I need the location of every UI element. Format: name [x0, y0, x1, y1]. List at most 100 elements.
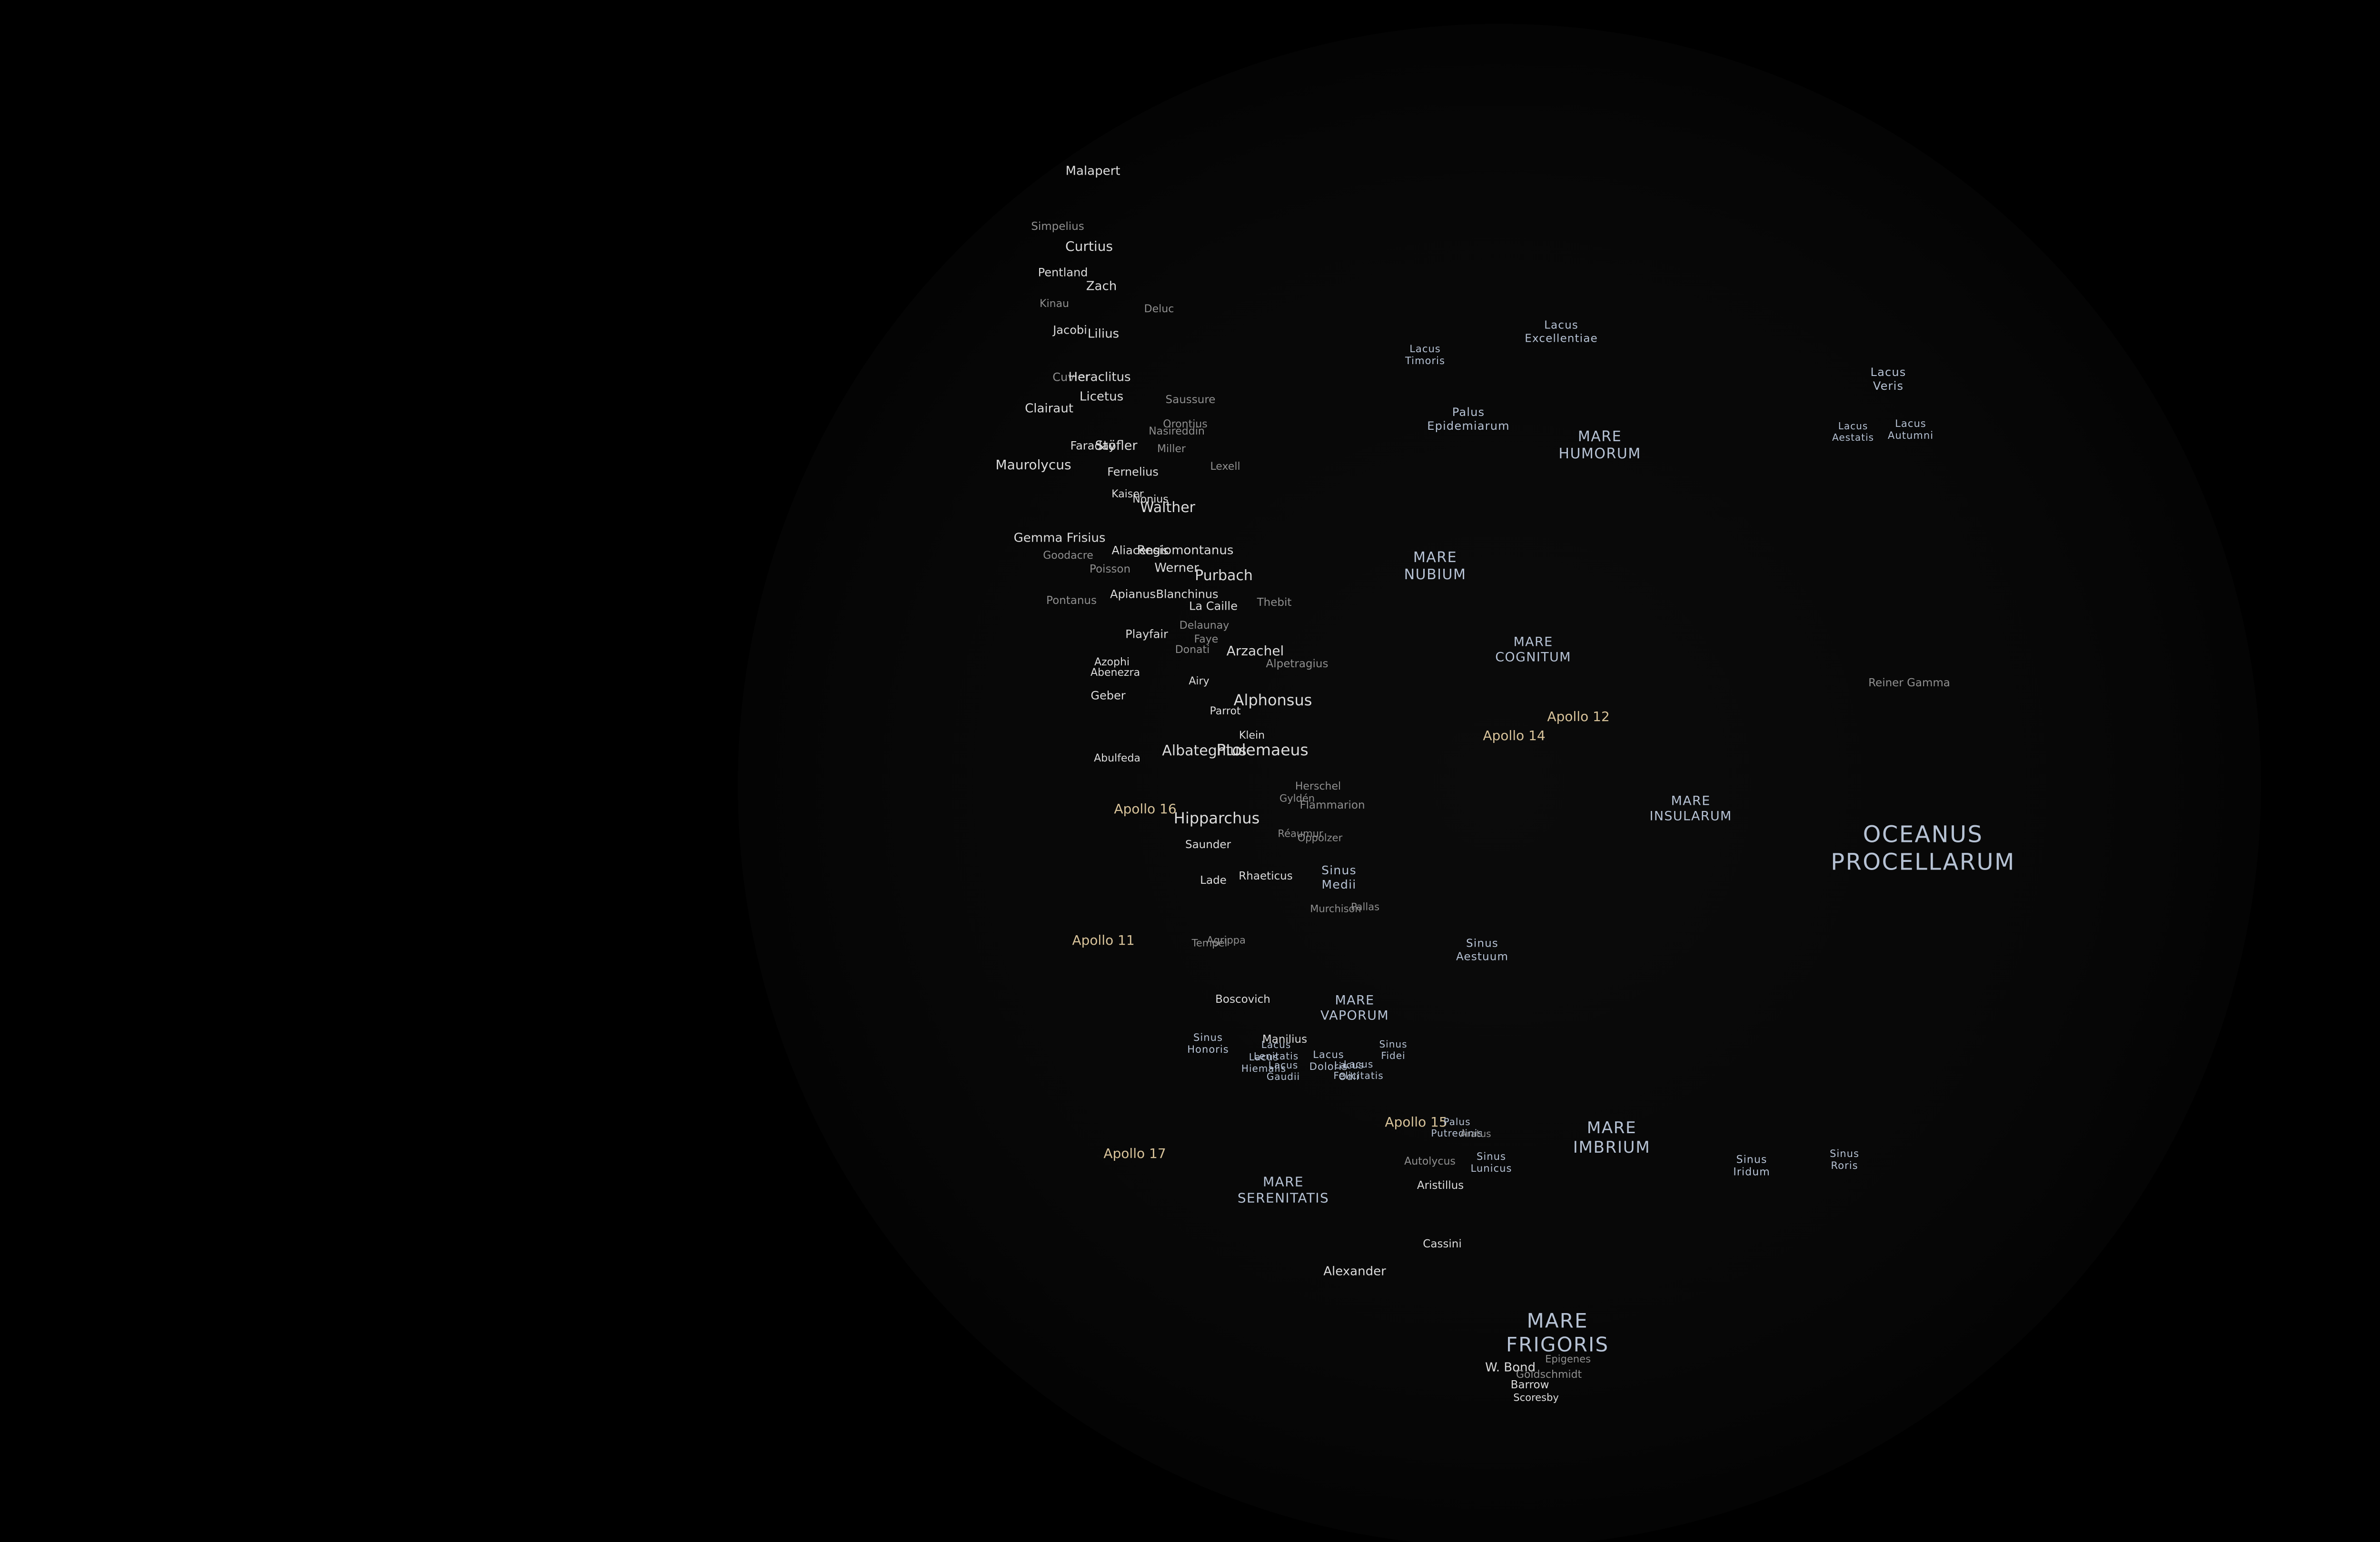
map-label-st-fler[interactable]: Stöfler	[1095, 438, 1138, 453]
map-label-reiner-gamma[interactable]: Reiner Gamma	[1868, 677, 1950, 690]
map-label-lade[interactable]: Lade	[1200, 874, 1227, 887]
map-label-alpetragius[interactable]: Alpetragius	[1266, 658, 1329, 671]
map-label-sinus-medii[interactable]: Sinus Medii	[1321, 863, 1357, 891]
map-label-airy[interactable]: Airy	[1189, 675, 1210, 687]
map-label-albategnius[interactable]: Albategnius	[1162, 742, 1247, 759]
map-label-faraday[interactable]: Faraday	[1070, 439, 1116, 453]
map-label-apollo-15[interactable]: Apollo 15	[1385, 1114, 1448, 1130]
map-label-pallas[interactable]: Pallas	[1350, 901, 1380, 913]
map-label-lacus-aestatis[interactable]: Lacus Aestatis	[1832, 420, 1874, 443]
map-label-walther[interactable]: Walther	[1140, 499, 1196, 516]
map-label-lexell[interactable]: Lexell	[1210, 460, 1240, 473]
map-label-kinau[interactable]: Kinau	[1040, 297, 1069, 310]
map-label-palus-epidemiarum[interactable]: Palus Epidemiarum	[1427, 405, 1510, 433]
map-label-mare-frigoris[interactable]: MARE FRIGORIS	[1506, 1309, 1609, 1356]
map-label-apollo-16[interactable]: Apollo 16	[1114, 801, 1177, 817]
map-label-palus-putredinis[interactable]: Palus Putredinis	[1431, 1116, 1483, 1139]
map-label-agrippa[interactable]: Agrippa	[1207, 934, 1246, 946]
map-label-lacus-hiemalis[interactable]: Lacus Hiemalis	[1241, 1051, 1287, 1074]
map-label-lacus-timoris[interactable]: Lacus Timoris	[1405, 343, 1446, 366]
map-label-nonius[interactable]: Nonius	[1132, 493, 1169, 505]
map-label-epigenes[interactable]: Epigenes	[1545, 1353, 1591, 1365]
map-label-murchison[interactable]: Murchison	[1310, 903, 1361, 915]
map-label-lacus-autumni[interactable]: Lacus Autumni	[1887, 417, 1934, 441]
map-label-gemma-frisius[interactable]: Gemma Frisius	[1013, 531, 1106, 545]
map-label-barrow[interactable]: Barrow	[1510, 1379, 1549, 1392]
map-label-oppolzer[interactable]: Oppolzer	[1297, 832, 1343, 844]
map-label-la-caille[interactable]: La Caille	[1189, 599, 1238, 613]
map-label-sinus-fidei[interactable]: Sinus Fidei	[1379, 1038, 1408, 1061]
map-label-lacus-odii[interactable]: Lacus Odii	[1334, 1059, 1364, 1082]
map-label-arzachel[interactable]: Arzachel	[1226, 643, 1284, 659]
map-label-malapert[interactable]: Malapert	[1065, 164, 1121, 178]
map-label-mare-humorum[interactable]: MARE HUMORUM	[1558, 428, 1641, 462]
map-label-werner[interactable]: Werner	[1154, 561, 1199, 575]
map-label-simpelius[interactable]: Simpelius	[1031, 220, 1084, 233]
map-label-r-aumur[interactable]: Réaumur	[1278, 828, 1323, 840]
map-label-parrot[interactable]: Parrot	[1210, 705, 1241, 717]
map-label-boscovich[interactable]: Boscovich	[1215, 993, 1270, 1006]
map-label-flammarion[interactable]: Flammarion	[1299, 799, 1365, 812]
map-label-deluc[interactable]: Deluc	[1144, 303, 1174, 315]
map-label-apollo-14[interactable]: Apollo 14	[1483, 728, 1546, 744]
map-label-scoresby[interactable]: Scoresby	[1513, 1392, 1559, 1404]
map-label-apianus[interactable]: Apianus	[1110, 587, 1156, 601]
map-label-mare-vaporum[interactable]: MARE VAPORUM	[1320, 993, 1389, 1023]
map-label-saussure[interactable]: Saussure	[1165, 394, 1216, 406]
map-label-cuvier[interactable]: Cuvier	[1052, 370, 1090, 384]
map-label-apollo-12[interactable]: Apollo 12	[1547, 709, 1610, 725]
map-label-lacus-veris[interactable]: Lacus Veris	[1870, 366, 1906, 393]
map-label-licetus[interactable]: Licetus	[1079, 389, 1124, 404]
map-label-sinus-aestuum[interactable]: Sinus Aestuum	[1456, 937, 1509, 963]
map-label-lilius[interactable]: Lilius	[1087, 326, 1120, 341]
map-label-lacus-gaudii[interactable]: Lacus Gaudii	[1266, 1059, 1300, 1082]
map-label-pentland[interactable]: Pentland	[1038, 266, 1088, 279]
map-label-autolycus[interactable]: Autolycus	[1404, 1155, 1456, 1167]
map-label-sinus-honoris[interactable]: Sinus Honoris	[1187, 1031, 1229, 1055]
map-label-mare-nubium[interactable]: MARE NUBIUM	[1404, 549, 1467, 583]
map-label-faye[interactable]: Faye	[1194, 633, 1219, 645]
map-label-alphonsus[interactable]: Alphonsus	[1233, 691, 1312, 709]
map-label-goldschmidt[interactable]: Goldschmidt	[1516, 1368, 1582, 1381]
map-label-mare-insularum[interactable]: MARE INSULARUM	[1649, 793, 1732, 824]
map-label-delaunay[interactable]: Delaunay	[1179, 619, 1230, 632]
map-label-playfair[interactable]: Playfair	[1125, 627, 1168, 641]
map-label-jacobi[interactable]: Jacobi	[1053, 323, 1087, 337]
map-label-klein[interactable]: Klein	[1239, 729, 1265, 741]
map-label-maurolycus[interactable]: Maurolycus	[995, 457, 1071, 473]
map-label-mare-serenitatis[interactable]: MARE SERENITATIS	[1237, 1174, 1329, 1206]
map-label-rhaeticus[interactable]: Rhaeticus	[1239, 870, 1293, 883]
map-label-mare-imbrium[interactable]: MARE IMBRIUM	[1573, 1118, 1651, 1157]
map-label-lacus-excellentiae[interactable]: Lacus Excellentiae	[1525, 319, 1598, 345]
map-label-geber[interactable]: Geber	[1091, 689, 1126, 702]
map-label-oceanus-procellarum[interactable]: OCEANUS PROCELLARUM	[1831, 821, 2015, 875]
map-label-thebit[interactable]: Thebit	[1257, 596, 1292, 609]
map-label-heraclitus[interactable]: Heraclitus	[1068, 370, 1131, 385]
map-label-lacus-doloris[interactable]: Lacus Doloris	[1309, 1048, 1348, 1072]
map-label-goodacre[interactable]: Goodacre	[1043, 549, 1093, 562]
map-label-apollo-11[interactable]: Apollo 11	[1072, 932, 1135, 949]
map-label-saunder[interactable]: Saunder	[1185, 839, 1231, 851]
map-label-kaiser[interactable]: Kaiser	[1111, 488, 1144, 500]
map-label-pontanus[interactable]: Pontanus	[1046, 594, 1097, 607]
map-label-abulfeda[interactable]: Abulfeda	[1094, 752, 1140, 764]
map-label-orontius[interactable]: Orontius	[1163, 418, 1208, 430]
map-label-regiomontanus[interactable]: Regiomontanus	[1137, 543, 1234, 558]
map-label-clairaut[interactable]: Clairaut	[1025, 401, 1073, 416]
map-label-sinus-roris[interactable]: Sinus Roris	[1830, 1147, 1859, 1171]
map-label-aratus[interactable]: Aratus	[1460, 1128, 1491, 1139]
map-label-donati[interactable]: Donati	[1175, 643, 1210, 656]
map-label-aristillus[interactable]: Aristillus	[1417, 1179, 1464, 1192]
map-label-ptolemaeus[interactable]: Ptolemaeus	[1216, 741, 1309, 760]
map-label-fernelius[interactable]: Fernelius	[1107, 465, 1159, 479]
map-label-apollo-17[interactable]: Apollo 17	[1103, 1146, 1166, 1162]
map-label-tempel[interactable]: Tempel	[1191, 937, 1228, 949]
map-label-miller[interactable]: Miller	[1157, 443, 1186, 455]
map-label-cassini[interactable]: Cassini	[1423, 1238, 1462, 1251]
map-label-zach[interactable]: Zach	[1086, 279, 1117, 294]
map-label-sinus-lunicus[interactable]: Sinus Lunicus	[1470, 1150, 1512, 1174]
map-label-lacus-lenitatis[interactable]: Lacus Lenitatis	[1253, 1039, 1299, 1062]
map-label-aliacensis[interactable]: Aliacensis	[1111, 544, 1169, 557]
map-label-poisson[interactable]: Poisson	[1089, 563, 1131, 576]
